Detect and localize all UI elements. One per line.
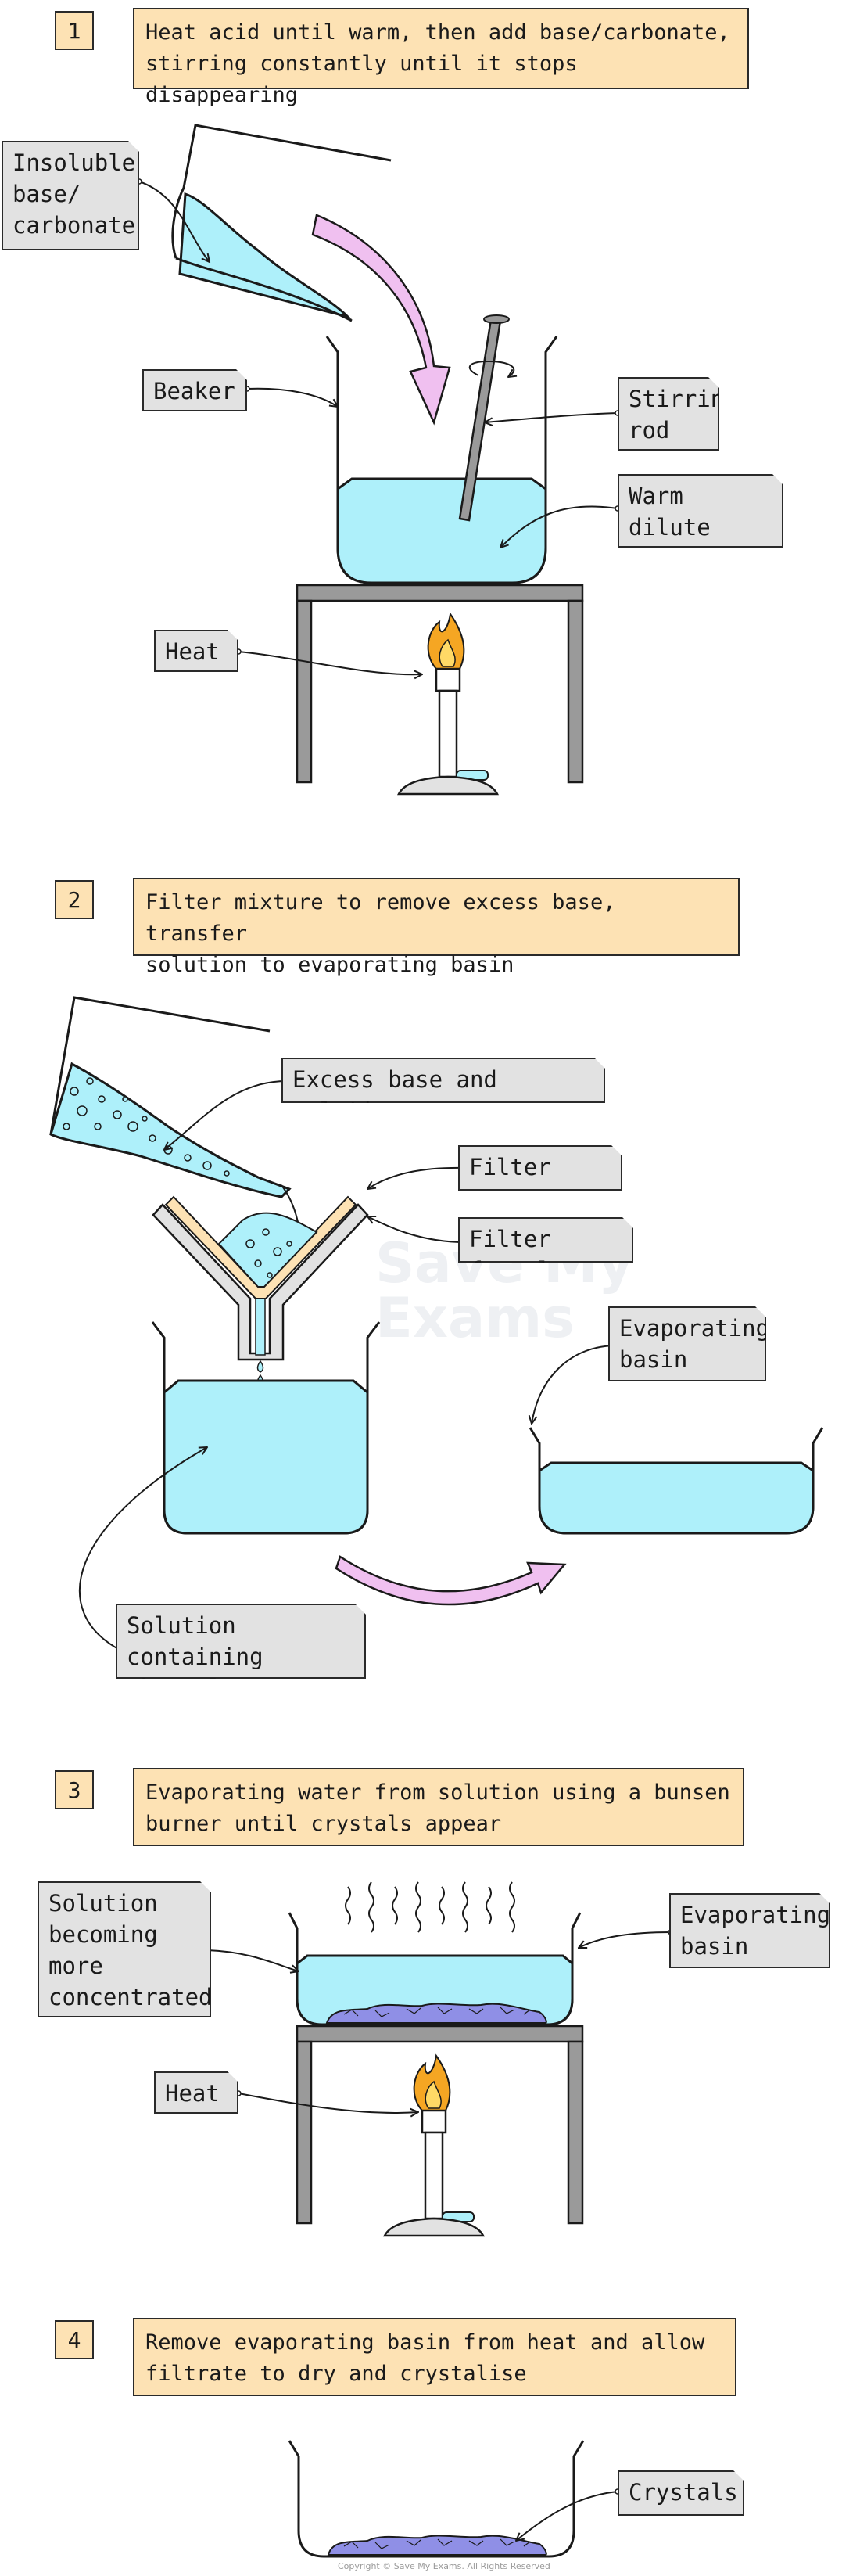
label-line: carbonate xyxy=(13,212,136,239)
instruction-line: stirring constantly until it stops disap… xyxy=(145,52,578,107)
label-line: Heat xyxy=(165,638,220,665)
label-line: Stirring xyxy=(629,386,738,412)
step-3-number: 3 xyxy=(55,1770,94,1809)
label-evaporating-basin-3: Evaporating basin xyxy=(669,1893,830,1968)
label-warm-dilute-acid: Warm dilute acid xyxy=(618,474,783,548)
pouring-beaker-2 xyxy=(49,996,302,1237)
label-filter-funnel: Filter funnel xyxy=(458,1217,633,1263)
instruction-line: solution to evaporating basin xyxy=(145,953,514,977)
bunsen-burner-1 xyxy=(396,612,500,796)
label-line: Insoluble xyxy=(13,149,136,176)
label-heat-3: Heat xyxy=(154,2071,238,2114)
label-line: becoming xyxy=(48,1921,158,1948)
label-stirring-rod: Stirring rod xyxy=(618,377,719,451)
bunsen-burner-3 xyxy=(382,2053,486,2237)
step-2-number: 2 xyxy=(55,880,94,919)
instruction-line: Filter mixture to remove excess base, tr… xyxy=(145,890,616,946)
label-beaker: Beaker xyxy=(142,369,247,411)
vapour-lines xyxy=(345,1881,515,1933)
label-line: basin xyxy=(619,1346,688,1373)
stirring-rod xyxy=(458,314,514,522)
step-3-instruction: Evaporating water from solution using a … xyxy=(133,1768,744,1846)
label-line: Solution containing xyxy=(127,1612,263,1670)
instruction-line: filtrate to dry and crystalise xyxy=(145,2362,527,2386)
evaporating-basin-3 xyxy=(288,1912,582,2026)
instruction-line: Remove evaporating basin from heat and a… xyxy=(145,2330,705,2355)
label-line: concentrated xyxy=(48,1984,213,2010)
copyright-footer: Copyright © Save My Exams. All Rights Re… xyxy=(338,2561,550,2571)
receiving-beaker xyxy=(151,1321,381,1535)
label-filter-paper: Filter paper xyxy=(458,1145,622,1191)
label-line: Evaporating xyxy=(680,1902,831,1928)
instruction-line: burner until crystals appear xyxy=(145,1812,502,1836)
step-1-instruction: Heat acid until warm, then add base/carb… xyxy=(133,8,749,107)
evaporating-basin-4 xyxy=(288,2440,585,2558)
label-line: basin xyxy=(680,1933,749,1960)
beaker xyxy=(325,336,558,584)
label-excess-base: Excess base and solution xyxy=(281,1058,605,1103)
pour-direction-arrow xyxy=(311,214,451,426)
label-line: Beaker xyxy=(153,378,235,404)
label-line: Crystals xyxy=(629,2479,738,2506)
tripod-stand-3 xyxy=(296,2025,584,2225)
label-line: more xyxy=(48,1953,103,1979)
evaporating-basin-2 xyxy=(529,1427,824,1535)
label-line: Heat xyxy=(165,2080,220,2107)
label-line: rod xyxy=(629,417,670,444)
step-1-number: 1 xyxy=(55,11,94,50)
watermark-line: Exams xyxy=(375,1286,575,1350)
label-line: Solution xyxy=(48,1890,158,1917)
label-solution-concentrated: Solution becoming more concentrated xyxy=(38,1881,211,2017)
tripod-stand-1 xyxy=(296,584,584,784)
label-line: base/ xyxy=(13,181,81,207)
instruction-line: Heat acid until warm, then add base/carb… xyxy=(145,20,730,45)
step-4-number: 4 xyxy=(55,2320,94,2359)
label-line: Warm dilute xyxy=(629,483,711,541)
label-insoluble-base: Insoluble base/ carbonate xyxy=(2,141,139,250)
label-crystals: Crystals xyxy=(618,2470,744,2516)
pouring-beaker xyxy=(171,124,392,322)
transfer-arrow xyxy=(335,1555,567,1606)
label-evaporating-basin-2: Evaporating basin xyxy=(608,1306,766,1381)
label-heat-1: Heat xyxy=(154,630,238,672)
step-2-instruction: Filter mixture to remove excess base, tr… xyxy=(133,878,740,977)
filter-funnel xyxy=(152,1195,369,1387)
instruction-line: Evaporating water from solution using a … xyxy=(145,1780,730,1805)
step-4-instruction: Remove evaporating basin from heat and a… xyxy=(133,2318,736,2396)
label-filtrate: Solution containing the salt (filtrate) xyxy=(116,1604,366,1679)
label-line: Evaporating xyxy=(619,1315,770,1342)
